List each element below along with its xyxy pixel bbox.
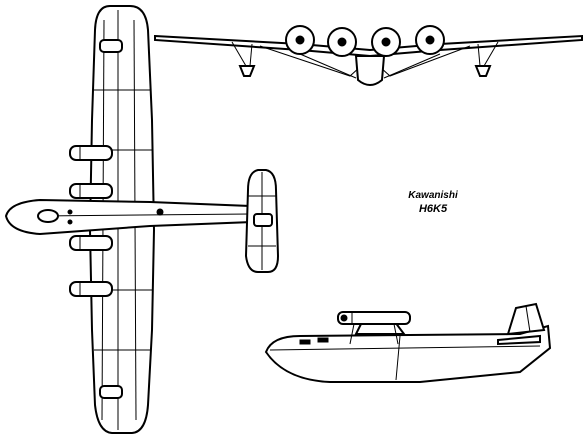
plan-engine-2 — [69, 183, 113, 199]
plan-view — [4, 5, 280, 434]
caption: Kawanishi H6K5 — [398, 190, 468, 215]
front-hull — [354, 55, 386, 86]
front-wing — [154, 34, 583, 58]
manufacturer-label: Kawanishi — [408, 190, 458, 201]
side-view — [264, 302, 552, 383]
side-wing-profile — [337, 311, 411, 325]
model-label: H6K5 — [418, 203, 448, 215]
side-hull — [264, 324, 552, 383]
front-float-left — [238, 65, 256, 77]
front-float-right — [474, 65, 492, 77]
plan-engine-4 — [69, 281, 113, 297]
side-tail-fin — [506, 302, 546, 336]
plan-engine-3 — [69, 235, 113, 251]
plan-engine-1 — [69, 145, 113, 161]
front-view — [154, 25, 583, 86]
